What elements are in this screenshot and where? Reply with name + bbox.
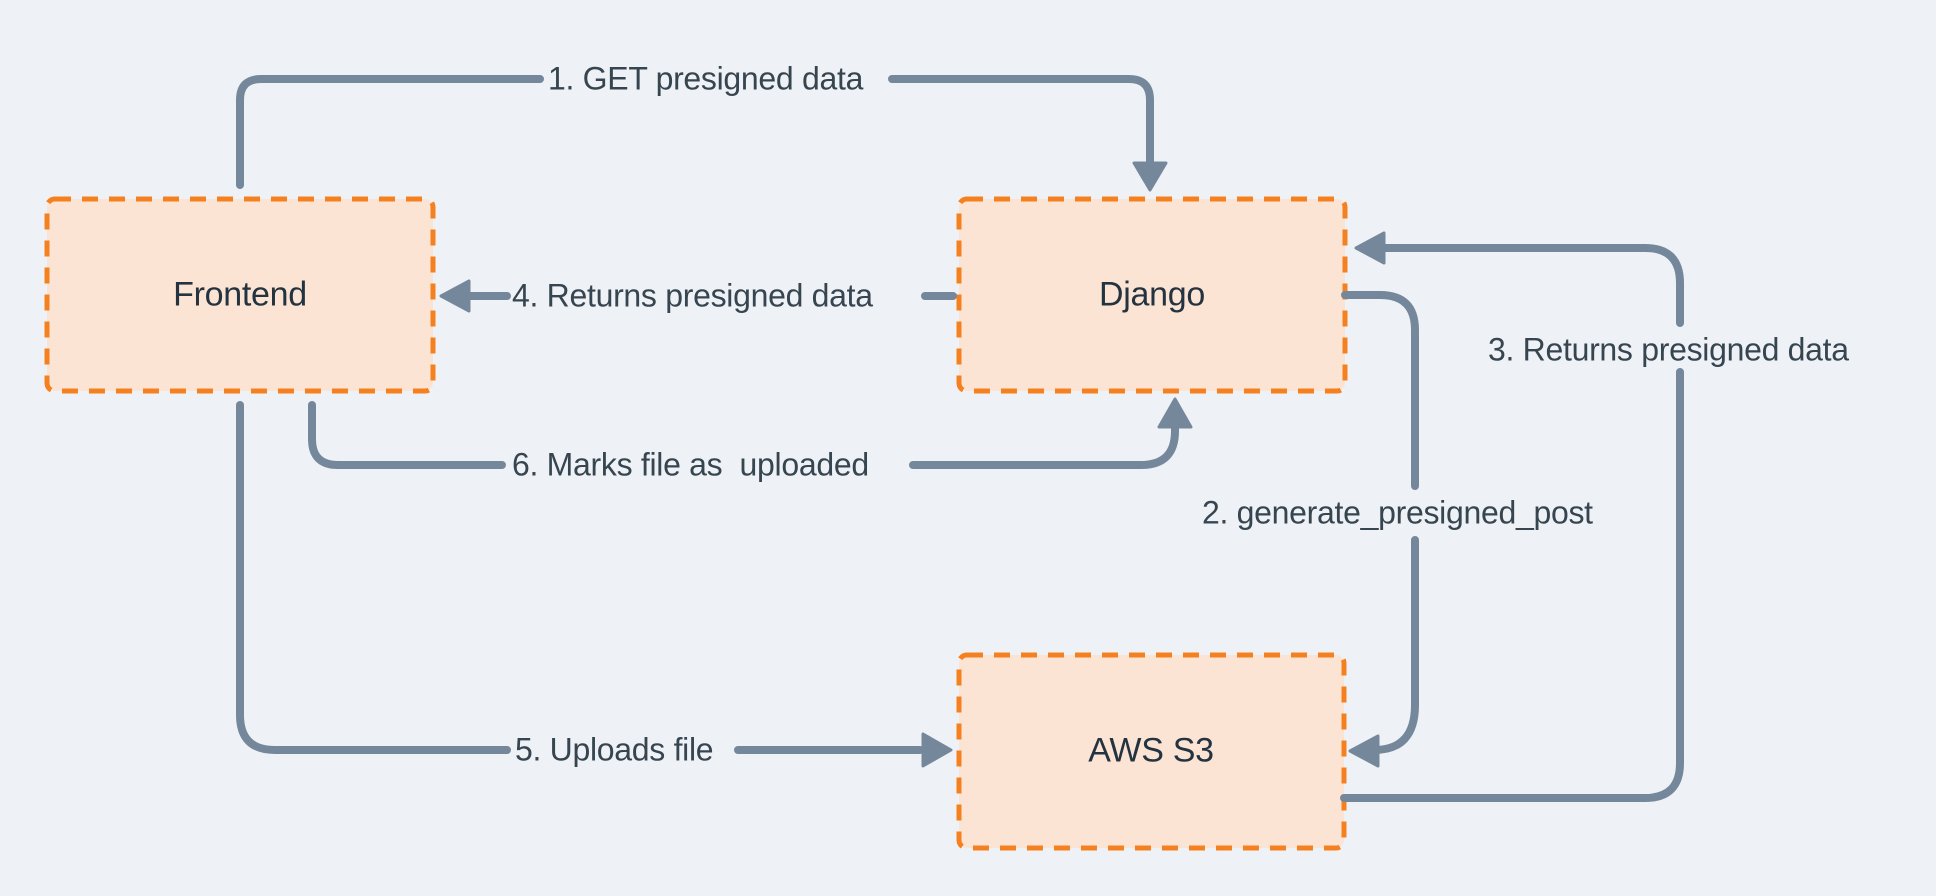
arrowhead-up-icon [1157,397,1193,429]
node-frontend-box [44,196,436,394]
edge-label-1: 1. GET presigned data [548,60,864,97]
node-label-aws-s3: AWS S3 [1088,731,1214,770]
edge-1-get-presigned-data [236,75,1168,192]
arrowhead-down-icon [1132,161,1168,192]
node-aws-s3-box [956,652,1347,851]
edge-label-5: 5. Uploads file [515,731,714,768]
edge-label-4: 4. Returns presigned data [512,277,873,314]
node-label-django: Django [1099,275,1205,314]
edge-4-returns-presigned-data [439,279,957,313]
edge-6-marks-file-uploaded [308,397,1193,469]
edge-label-3: 3. Returns presigned data [1488,331,1849,368]
edge-3-returns-presigned-data [1340,231,1684,802]
node-label-frontend: Frontend [173,275,307,314]
edge-2-generate-presigned-post [1341,291,1419,768]
edge-5-uploads-file [236,401,953,768]
arrowhead-left-icon [1348,734,1380,768]
arrowhead-right-icon [921,732,953,768]
edge-label-6: 6. Marks file as uploaded [512,446,869,483]
arrowhead-left-icon [1354,231,1386,265]
edge-label-2: 2. generate_presigned_post [1202,494,1593,531]
